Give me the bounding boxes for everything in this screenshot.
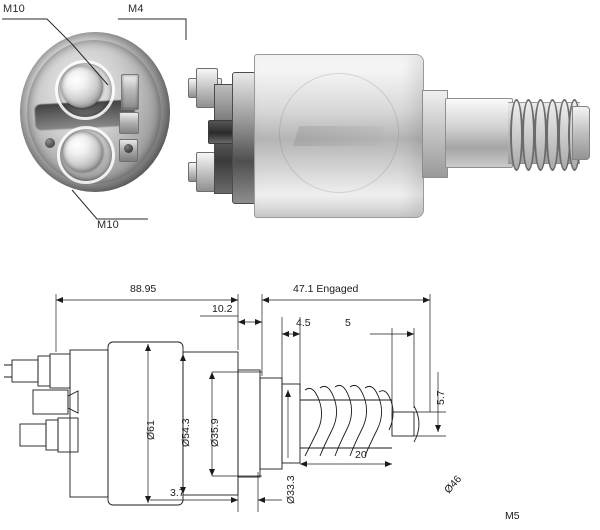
lower-washer	[45, 419, 59, 451]
upper-nut-a	[11, 359, 39, 383]
plunger-shaft-outline	[300, 399, 392, 449]
plunger-shaft	[445, 98, 513, 168]
product-photo-panel: M10 M4 M10	[0, 0, 600, 270]
dim-text-20: 20	[355, 449, 367, 461]
dim-text-5: 5	[345, 317, 351, 329]
drawing-geometry	[4, 294, 446, 512]
flange-step	[281, 383, 301, 464]
dim-text-thread-m5: M5	[505, 510, 520, 522]
spring-coil-3	[334, 384, 352, 457]
spring-coil-2	[319, 385, 337, 457]
small-terminal-block	[121, 74, 139, 110]
return-spring	[508, 99, 581, 171]
dim-text-4-5: 4.5	[296, 317, 311, 329]
ext-45	[281, 317, 301, 394]
solenoid-housing-inner	[27, 40, 161, 184]
ext-57	[414, 411, 446, 437]
plunger-tip-outline	[413, 405, 420, 443]
spring-coil-4	[349, 384, 367, 457]
leader-m10-bottom	[71, 189, 148, 220]
shoulder-3	[259, 377, 283, 470]
dim-text-dia-61: Ø61	[145, 420, 157, 440]
dim-text-10-2: 10.2	[212, 303, 233, 315]
upper-washer	[37, 355, 51, 387]
dim-text-dia-35-9: Ø35.9	[209, 418, 221, 447]
lower-nut-a	[19, 423, 47, 447]
mid-terminal-outline	[32, 389, 69, 415]
terminal-plate-outline	[69, 349, 109, 498]
plunger-collar	[391, 411, 415, 437]
ext-d359	[212, 371, 262, 477]
small-terminal-block-mid	[119, 112, 139, 134]
dim-text-engaged: 47.1 Engaged	[293, 283, 359, 295]
lower-nut-b	[57, 417, 79, 453]
dim-text-overall-length: 88.95	[130, 283, 157, 295]
callout-label-m4: M4	[128, 3, 144, 15]
side-profile-photo	[186, 48, 590, 223]
dim-text-5-7: 5.7	[435, 390, 447, 405]
dimensional-drawing-panel: 88.95 47.1 Engaged 10.2 4.5 5 3.7 20 Ø61…	[0, 272, 600, 530]
spring-coil-1	[304, 387, 322, 457]
upper-stud-thread	[4, 364, 12, 378]
shoulder-2	[237, 369, 261, 478]
upper-nut-b	[49, 353, 71, 389]
front-face-photo	[20, 32, 170, 192]
lower-terminal-ring	[57, 126, 115, 184]
housing-hole-left	[45, 138, 55, 148]
dim-text-3-7: 3.7	[170, 487, 185, 499]
callout-label-m10-bottom: M10	[97, 219, 119, 231]
lower-large-terminal	[63, 132, 103, 172]
mid-terminal-cone	[67, 390, 79, 414]
callout-label-m10-top: M10	[3, 3, 25, 15]
spring-coil-5	[364, 385, 382, 457]
ext-37	[237, 472, 259, 512]
housing-hole-right	[124, 144, 133, 153]
ext-5	[391, 328, 415, 412]
embossed-logo	[279, 73, 399, 193]
upper-large-terminal	[61, 66, 103, 108]
dim-text-dia-33-3: Ø33.3	[285, 475, 297, 504]
dim-text-dia-54-3: Ø54.3	[180, 418, 192, 447]
solenoid-body	[254, 54, 424, 218]
plunger-tip	[572, 106, 590, 160]
